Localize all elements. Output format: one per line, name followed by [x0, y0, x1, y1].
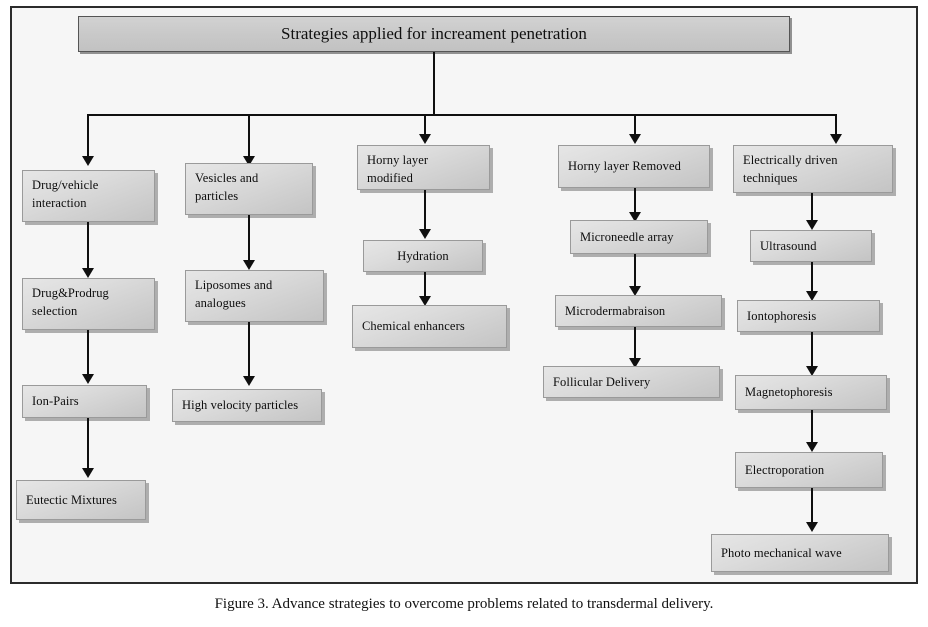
connector-c5-5	[811, 488, 813, 526]
node-label-line2: modified	[367, 171, 413, 186]
node-photo-mechanical-wave[interactable]: Photo mechanical wave	[711, 534, 889, 572]
node-label-line2: techniques	[743, 171, 798, 186]
node-label-line2: interaction	[32, 196, 87, 211]
branch-arrowhead-5	[830, 134, 842, 144]
branch-arrowhead-4	[629, 134, 641, 144]
connector-arrowhead-c2-2	[243, 376, 255, 386]
branch-line-2	[248, 114, 250, 158]
branch-line-4	[634, 114, 636, 136]
node-label-line1: Magnetophoresis	[745, 385, 833, 400]
node-eutectic-mixtures[interactable]: Eutectic Mixtures	[16, 480, 146, 520]
node-label-line1: Horny layer Removed	[568, 159, 681, 174]
branch-arrowhead-3	[419, 134, 431, 144]
connector-c4-2	[634, 254, 636, 290]
node-label-line1: Microdermabraison	[565, 303, 666, 318]
node-label-line1: Ultrasound	[760, 238, 817, 253]
connector-c1-2	[87, 330, 89, 378]
node-horny-layer-removed[interactable]: Horny layer Removed	[558, 145, 710, 188]
node-label-line1: Follicular Delivery	[553, 374, 651, 389]
branch-line-5	[835, 114, 837, 136]
node-electroporation[interactable]: Electroporation	[735, 452, 883, 488]
node-label-line1: Electroporation	[745, 462, 825, 477]
connector-c5-3	[811, 332, 813, 370]
distribution-horizontal-bar	[88, 114, 836, 116]
node-hydration[interactable]: Hydration	[363, 240, 483, 272]
node-microdermabraison[interactable]: Microdermabraison	[555, 295, 722, 327]
node-label-line1: Microneedle array	[580, 229, 674, 244]
node-label-line1: Iontophoresis	[747, 308, 817, 323]
node-label-line1: Chemical enhancers	[362, 319, 465, 334]
node-label-line1: Drug&Prodrug	[32, 286, 109, 300]
node-drug-prodrug-selection[interactable]: Drug&Prodrug selection	[22, 278, 155, 330]
connector-c3-2	[424, 272, 426, 300]
connector-arrowhead-c3-1	[419, 229, 431, 239]
node-label-line1: Horny layer	[367, 153, 429, 167]
node-liposomes-and-analogues[interactable]: Liposomes and analogues	[185, 270, 324, 322]
diagram-title-box: Strategies applied for increament penetr…	[78, 16, 790, 52]
node-chemical-enhancers[interactable]: Chemical enhancers	[352, 305, 507, 348]
node-label-line1: Drug/vehicle	[32, 178, 99, 192]
node-label-line1: Liposomes and	[195, 278, 273, 292]
connector-c2-2	[248, 322, 250, 380]
connector-arrowhead-c5-4	[806, 442, 818, 452]
connector-c5-4	[811, 410, 813, 446]
trunk-vertical-line	[433, 52, 435, 115]
figure-caption: Figure 3. Advance strategies to overcome…	[214, 596, 714, 612]
connector-c5-2	[811, 262, 813, 295]
connector-arrowhead-c2-1	[243, 260, 255, 270]
connector-arrowhead-c1-1	[82, 268, 94, 278]
connector-arrowhead-c4-2	[629, 286, 641, 296]
connector-c1-1	[87, 222, 89, 270]
diagram-title-text: Strategies applied for increament penetr…	[281, 24, 587, 43]
node-label-line1: Ion-Pairs	[32, 394, 79, 409]
connector-arrowhead-c1-3	[82, 468, 94, 478]
connector-arrowhead-c4-1	[629, 212, 641, 222]
connector-arrowhead-c1-2	[82, 374, 94, 384]
node-drug-vehicle-interaction[interactable]: Drug/vehicle interaction	[22, 170, 155, 222]
connector-arrowhead-c5-1	[806, 220, 818, 230]
connector-arrowhead-c3-2	[419, 296, 431, 306]
node-microneedle-array[interactable]: Microneedle array	[570, 220, 708, 254]
node-label-line2: selection	[32, 304, 78, 319]
connector-c4-1	[634, 188, 636, 215]
node-label-line1: Photo mechanical wave	[721, 545, 842, 560]
node-label-line2: analogues	[195, 296, 246, 311]
branch-arrowhead-2	[243, 156, 255, 166]
node-ion-pairs[interactable]: Ion-Pairs	[22, 385, 147, 418]
node-label-line1: Hydration	[397, 248, 449, 263]
connector-c1-3	[87, 418, 89, 472]
connector-c5-1	[811, 193, 813, 223]
node-label-line1: Vesicles and	[195, 171, 259, 185]
node-horny-layer-modified[interactable]: Horny layer modified	[357, 145, 490, 190]
branch-line-1	[87, 114, 89, 158]
node-label-line1: Electrically driven	[743, 153, 838, 167]
connector-arrowhead-c5-3	[806, 366, 818, 376]
node-label-line1: High velocity particles	[182, 398, 299, 413]
node-electrically-driven-techniques[interactable]: Electrically driven techniques	[733, 145, 893, 193]
branch-arrowhead-1	[82, 156, 94, 166]
connector-arrowhead-c4-3	[629, 358, 641, 368]
node-magnetophoresis[interactable]: Magnetophoresis	[735, 375, 887, 410]
node-follicular-delivery[interactable]: Follicular Delivery	[543, 366, 720, 398]
node-label-line2: particles	[195, 189, 239, 204]
connector-arrowhead-c5-5	[806, 522, 818, 532]
node-vesicles-and-particles[interactable]: Vesicles and particles	[185, 163, 313, 215]
connector-arrowhead-c5-2	[806, 291, 818, 301]
connector-c4-3	[634, 327, 636, 363]
connector-c2-1	[248, 215, 250, 263]
branch-line-3	[424, 114, 426, 136]
node-ultrasound[interactable]: Ultrasound	[750, 230, 872, 262]
node-iontophoresis[interactable]: Iontophoresis	[737, 300, 880, 332]
node-high-velocity-particles[interactable]: High velocity particles	[172, 389, 322, 422]
connector-c3-1	[424, 190, 426, 232]
node-label-line1: Eutectic Mixtures	[26, 492, 117, 507]
